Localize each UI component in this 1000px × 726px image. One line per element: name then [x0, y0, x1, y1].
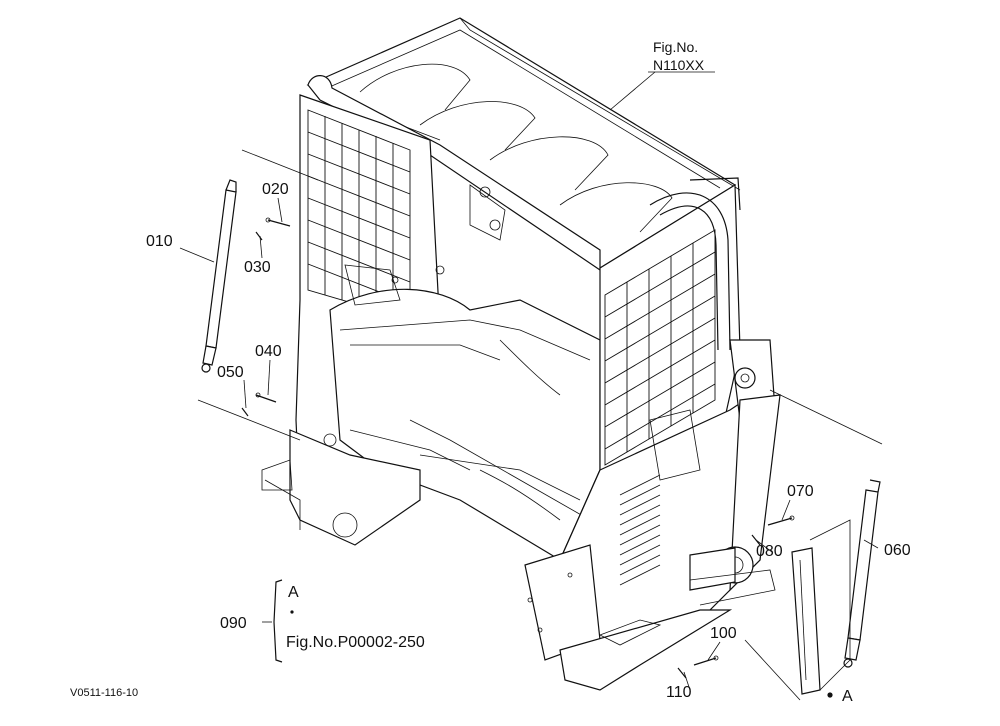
callout-110: 110 [666, 684, 692, 701]
callout-030: 030 [244, 259, 271, 276]
callout-060: 060 [884, 542, 911, 559]
right-side-screen [604, 229, 716, 466]
figure-ref-line1: Fig.No. [653, 39, 698, 55]
vent-slots [619, 474, 661, 586]
callout-040: 040 [255, 343, 282, 360]
drawing-code: V0511-116-10 [70, 687, 138, 699]
leader-lines [179, 71, 879, 691]
reference-figure: Fig.No.P00002-250 [286, 634, 425, 651]
reference-bracket [262, 579, 283, 663]
callout-010: 010 [146, 233, 173, 250]
pin-020-030 [255, 217, 291, 241]
side-cover-bracket [791, 519, 851, 695]
pin-040-050 [241, 392, 277, 417]
callout-080: 080 [756, 543, 783, 560]
marker-a: A [842, 688, 853, 705]
figure-ref-line2: N110XX [653, 57, 705, 73]
callout-050: 050 [217, 364, 244, 381]
marker-a-dot [827, 692, 833, 698]
reference-marker: A [288, 584, 299, 601]
gas-strut-right [843, 479, 881, 668]
callout-090: 090 [220, 615, 247, 632]
callout-070: 070 [787, 483, 814, 500]
callout-100: 100 [710, 625, 737, 642]
cab-frame-assembly [261, 17, 781, 691]
callout-020: 020 [262, 181, 289, 198]
gas-strut-left [201, 179, 237, 373]
reference-dot [290, 610, 294, 614]
